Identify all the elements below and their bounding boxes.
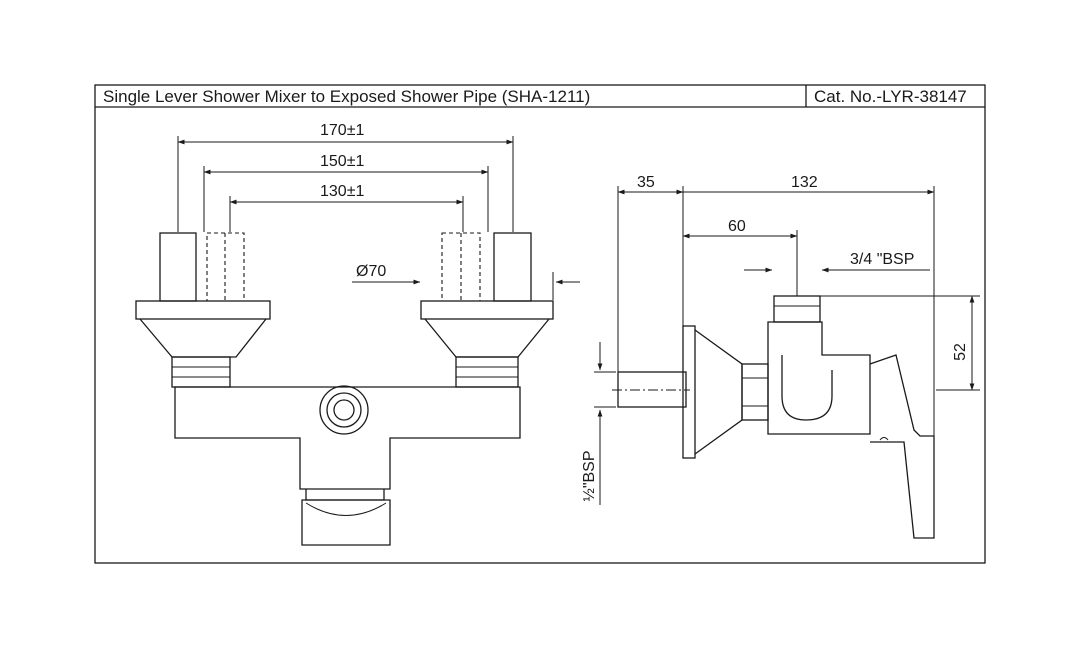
left-flange	[135, 300, 271, 320]
handle-body	[301, 499, 391, 546]
mixer-body	[174, 386, 521, 490]
left-outer-pipe	[159, 232, 197, 302]
front-view	[135, 136, 580, 546]
outlet-ring-inner	[333, 399, 355, 421]
dim-outlet-thread: 3/4 "BSP	[850, 251, 914, 268]
right-nut	[455, 356, 519, 388]
inlet-pipe	[617, 371, 687, 408]
handle-neck	[305, 489, 385, 501]
drawing-frame	[94, 84, 986, 564]
left-inner-pipe	[206, 232, 245, 302]
dim-outlet-offset: 60	[728, 218, 746, 235]
product-title: Single Lever Shower Mixer to Exposed Sho…	[103, 87, 590, 106]
side-lever	[869, 354, 935, 539]
dim-overall-depth: 132	[791, 174, 818, 191]
outlet-ring-middle	[326, 392, 362, 428]
dim-middle-spacing: 150±1	[320, 153, 364, 170]
side-body	[767, 321, 871, 435]
side-flange	[682, 325, 696, 459]
handle-curve	[305, 502, 387, 516]
top-outlet	[773, 295, 821, 323]
left-nut	[171, 356, 231, 388]
catalog-number: Cat. No.-LYR-38147	[814, 87, 967, 106]
side-nut	[741, 363, 769, 421]
right-outer-pipe	[493, 232, 532, 302]
side-view	[594, 186, 980, 539]
dim-inlet-thread: ½"BSP	[581, 450, 598, 501]
right-cone	[424, 318, 550, 358]
dim-outer-spacing: 170±1	[320, 122, 364, 139]
left-cone	[139, 318, 267, 358]
right-flange	[420, 300, 554, 320]
dim-flange-diameter: Ø70	[356, 263, 386, 280]
side-body-curve	[781, 355, 833, 421]
outlet-ring-outer	[319, 385, 369, 435]
dim-inner-spacing: 130±1	[320, 183, 364, 200]
right-inner-pipe	[441, 232, 481, 302]
dim-outlet-height: 52	[952, 343, 969, 361]
side-cone	[694, 329, 743, 455]
dim-rear-depth: 35	[637, 174, 655, 191]
